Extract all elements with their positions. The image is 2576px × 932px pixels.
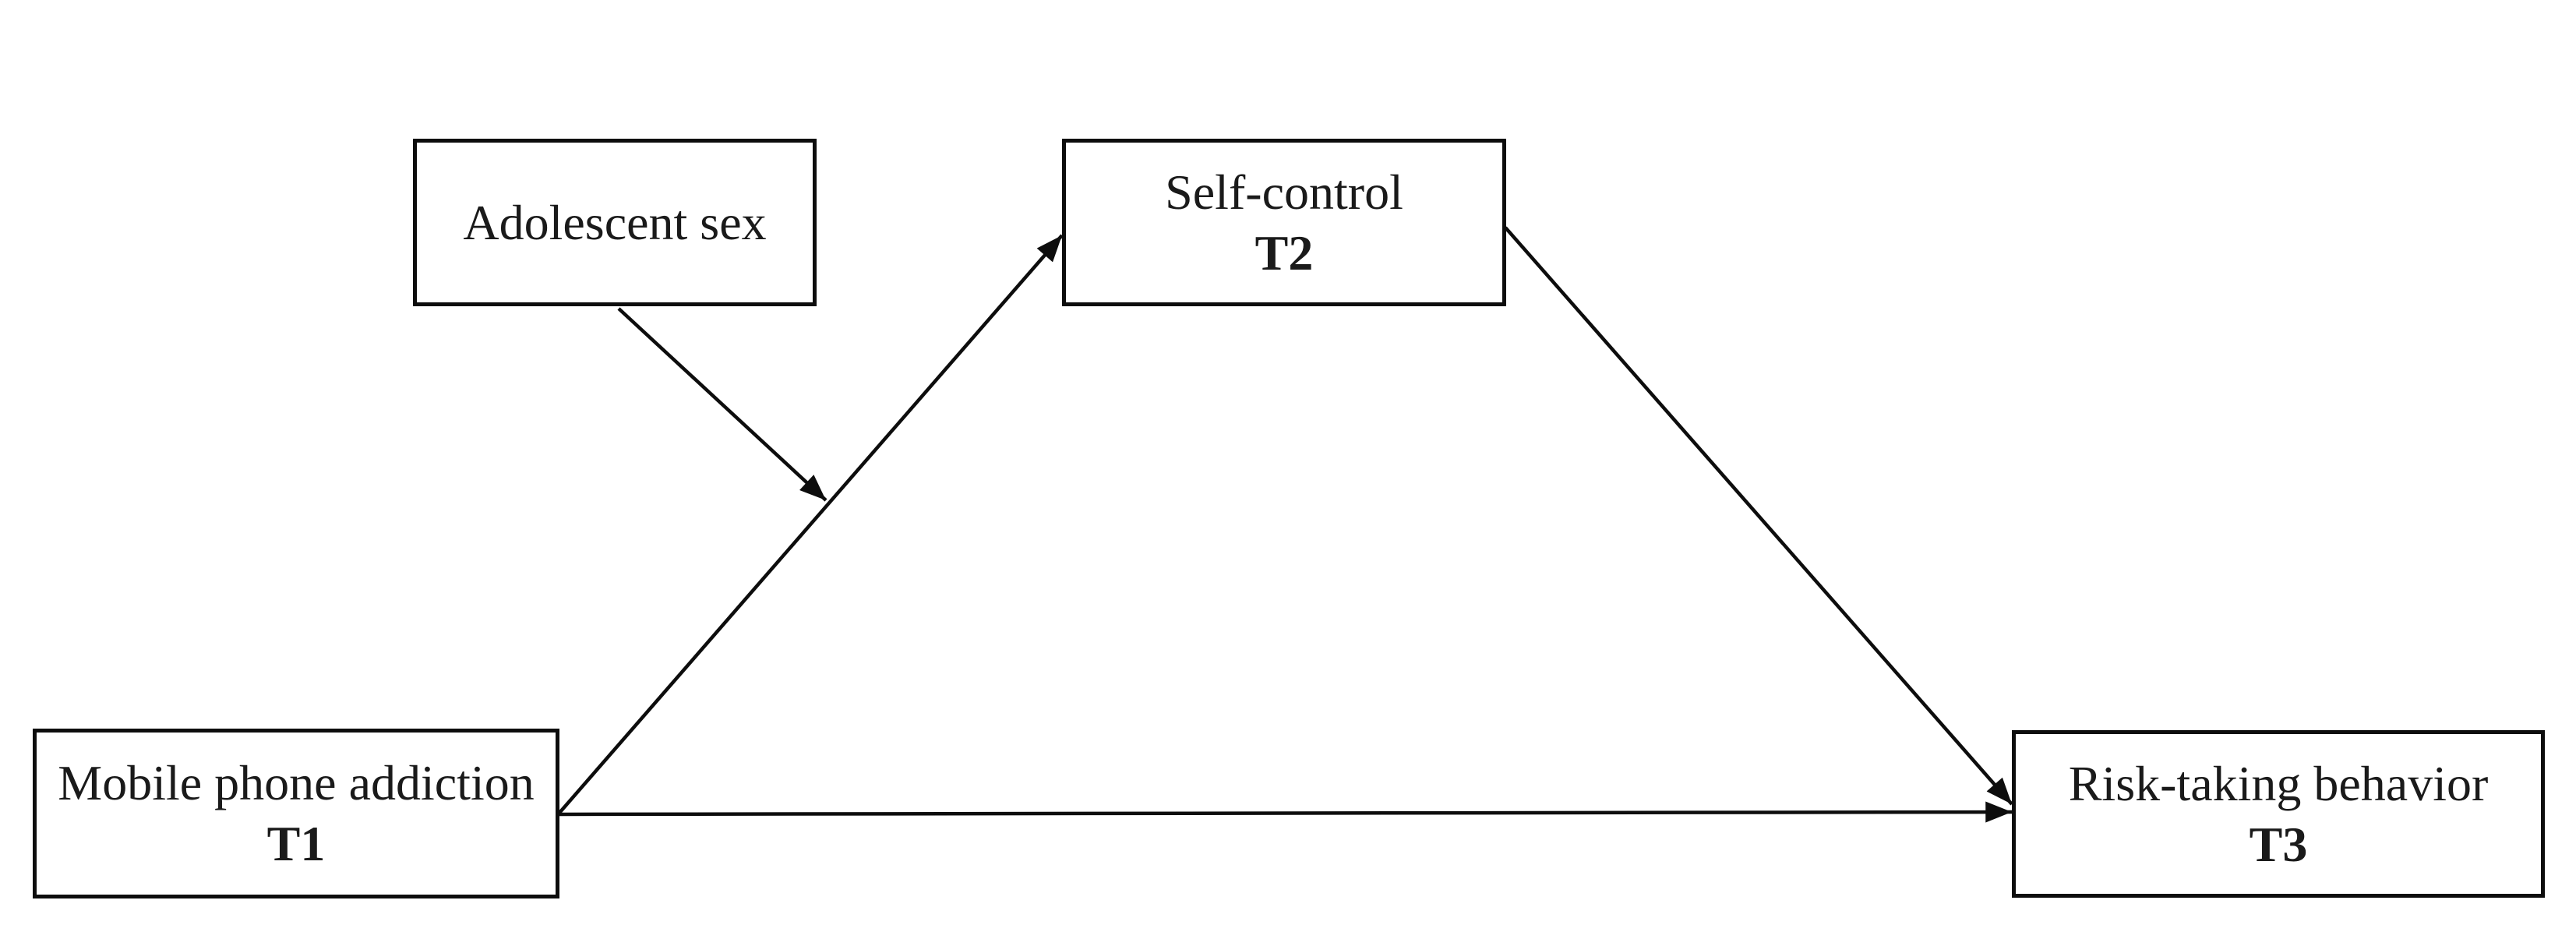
risk-taking-behavior-label: Risk-taking behavior	[2068, 755, 2489, 811]
box-self-control: Self-control T2	[1062, 139, 1506, 306]
mobile-phone-addiction-label: Mobile phone addiction	[58, 755, 535, 810]
box-adolescent-sex: Adolescent sex	[413, 139, 817, 306]
mobile-phone-addiction-timepoint: T1	[266, 816, 326, 871]
box-mobile-phone-addiction: Mobile phone addiction T1	[33, 729, 559, 898]
arrow-sex-to-a-path	[617, 307, 827, 502]
box-risk-taking-behavior: Risk-taking behavior T3	[2012, 730, 2545, 898]
arrow-selfcontrol-to-rtb	[1504, 226, 2013, 806]
adolescent-sex-label: Adolescent sex	[463, 194, 767, 250]
self-control-timepoint: T2	[1254, 224, 1314, 281]
arrow-mpa-to-rtb	[559, 801, 2013, 823]
arrow-mpa-to-selfcontrol	[558, 234, 1064, 814]
self-control-label: Self-control	[1165, 164, 1403, 220]
risk-taking-behavior-timepoint: T3	[2249, 816, 2308, 872]
